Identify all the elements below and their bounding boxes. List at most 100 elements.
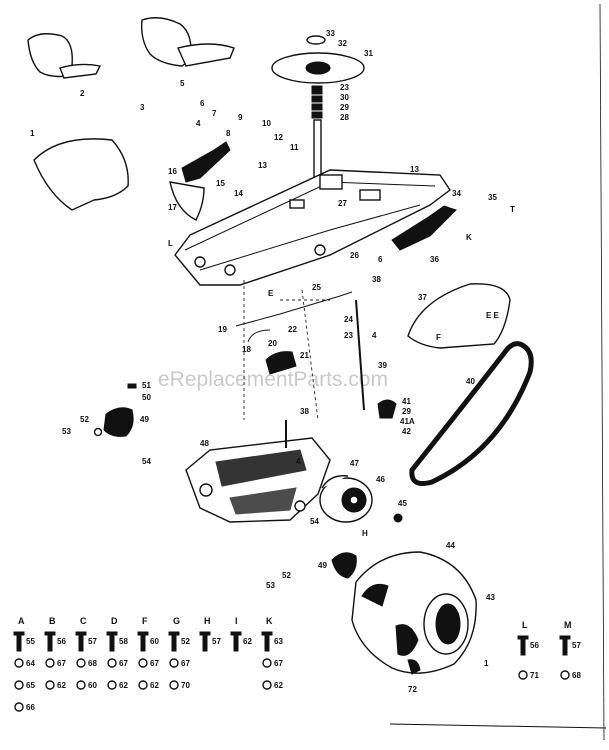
callout: 26 (350, 251, 359, 260)
callout: 49 (140, 415, 149, 424)
callout: 35 (488, 193, 497, 202)
callout: 11 (290, 143, 299, 152)
hardware-part-number: 67 (181, 659, 190, 668)
callout: 48 (200, 439, 209, 448)
watermark: eReplacementParts.com (158, 368, 388, 391)
washer-icon (169, 658, 179, 668)
hardware-column-letter: M (564, 620, 572, 630)
callout: 17 (168, 203, 177, 212)
bolt-icon (137, 631, 149, 652)
callout: 34 (452, 189, 461, 198)
hardware-part-number: 67 (119, 659, 128, 668)
callout: 14 (234, 189, 243, 198)
hardware-column-letter: K (266, 616, 273, 626)
callout: 4 (372, 331, 377, 340)
callout: 40 (466, 377, 475, 386)
callout: 39 (378, 361, 387, 370)
hardware-part-number: 60 (150, 637, 159, 646)
callout: 27 (338, 199, 347, 208)
callout: 6 (378, 255, 383, 264)
transaxle (185, 420, 331, 523)
callout: 30 (340, 93, 349, 102)
callout: 3 (140, 103, 145, 112)
callout: T (510, 205, 515, 214)
washer-icon (76, 658, 86, 668)
steering-wheel (271, 35, 365, 181)
hardware-legend: A55646566B566762C576860D586762F606762G52… (13, 616, 581, 712)
hardware-part-number: 56 (530, 641, 539, 650)
washer-icon (262, 680, 272, 690)
callout: 24 (344, 315, 353, 324)
callout: 49 (318, 561, 327, 570)
callout: 29 (402, 407, 411, 416)
bolt-icon (168, 631, 180, 652)
callout: F (436, 333, 441, 342)
hardware-column-letter: B (49, 616, 56, 626)
hardware-column-letter: A (18, 616, 25, 626)
callout: 50 (142, 393, 151, 402)
hardware-part-number: 62 (150, 681, 159, 690)
callout: 25 (312, 283, 321, 292)
callout: 13 (258, 161, 267, 170)
bolt-icon (559, 635, 571, 656)
hardware-part-number: 57 (212, 637, 221, 646)
hardware-column-letter: L (522, 620, 528, 630)
hardware-part-number: 63 (274, 637, 283, 646)
callout: 13 (410, 165, 419, 174)
callout: 32 (338, 39, 347, 48)
callout: 6 (200, 99, 205, 108)
washer-icon (107, 658, 117, 668)
callout: 23 (340, 83, 349, 92)
callout: 46 (376, 475, 385, 484)
callout: 33 (326, 29, 335, 38)
rear-wheel-assembly (351, 551, 477, 675)
callout: 18 (242, 345, 251, 354)
pedal-left (169, 141, 231, 221)
callout: 15 (216, 179, 225, 188)
hardware-part-number: 56 (57, 637, 66, 646)
pulley-assembly (319, 475, 373, 523)
hardware-part-number: 62 (243, 637, 252, 646)
callout: 10 (262, 119, 271, 128)
main-frame (174, 169, 451, 286)
bolt-icon (75, 631, 87, 652)
callout: 21 (300, 351, 309, 360)
callout: 44 (446, 541, 455, 550)
callout: 47 (350, 459, 359, 468)
callout: 37 (418, 293, 427, 302)
bolt-icon (44, 631, 56, 652)
hardware-part-number: 71 (530, 671, 539, 680)
hardware-part-number: 65 (26, 681, 35, 690)
callout: 38 (300, 407, 309, 416)
hardware-part-number: 58 (119, 637, 128, 646)
bolt-icon (517, 635, 529, 656)
washer-icon (76, 680, 86, 690)
callout: 4 (196, 119, 201, 128)
callout: 1 (30, 129, 35, 138)
seat-center (140, 17, 235, 67)
hardware-part-number: 67 (274, 659, 283, 668)
washer-icon (45, 658, 55, 668)
hardware-column-letter: G (173, 616, 180, 626)
callout: L (168, 239, 173, 248)
washer-icon (14, 658, 24, 668)
washer-icon (14, 702, 24, 712)
idler-assembly (377, 399, 397, 419)
drive-belt (409, 341, 534, 486)
hardware-part-number: 70 (181, 681, 190, 690)
callout: 9 (238, 113, 243, 122)
hardware-part-number: 66 (26, 703, 35, 712)
callout: 52 (80, 415, 89, 424)
callout: 2 (80, 89, 85, 98)
callout: 53 (266, 581, 275, 590)
hardware-part-number: 62 (274, 681, 283, 690)
callout: 8 (226, 129, 231, 138)
hardware-part-number: 68 (88, 659, 97, 668)
washer-icon (45, 680, 55, 690)
hardware-part-number: 67 (57, 659, 66, 668)
hardware-column-letter: C (80, 616, 87, 626)
fender-left (33, 138, 129, 211)
callout-labels: 33 32 31 2 5 23 30 29 28 3 6 7 4 1 8 9 1… (30, 29, 515, 694)
washer-icon (169, 680, 179, 690)
